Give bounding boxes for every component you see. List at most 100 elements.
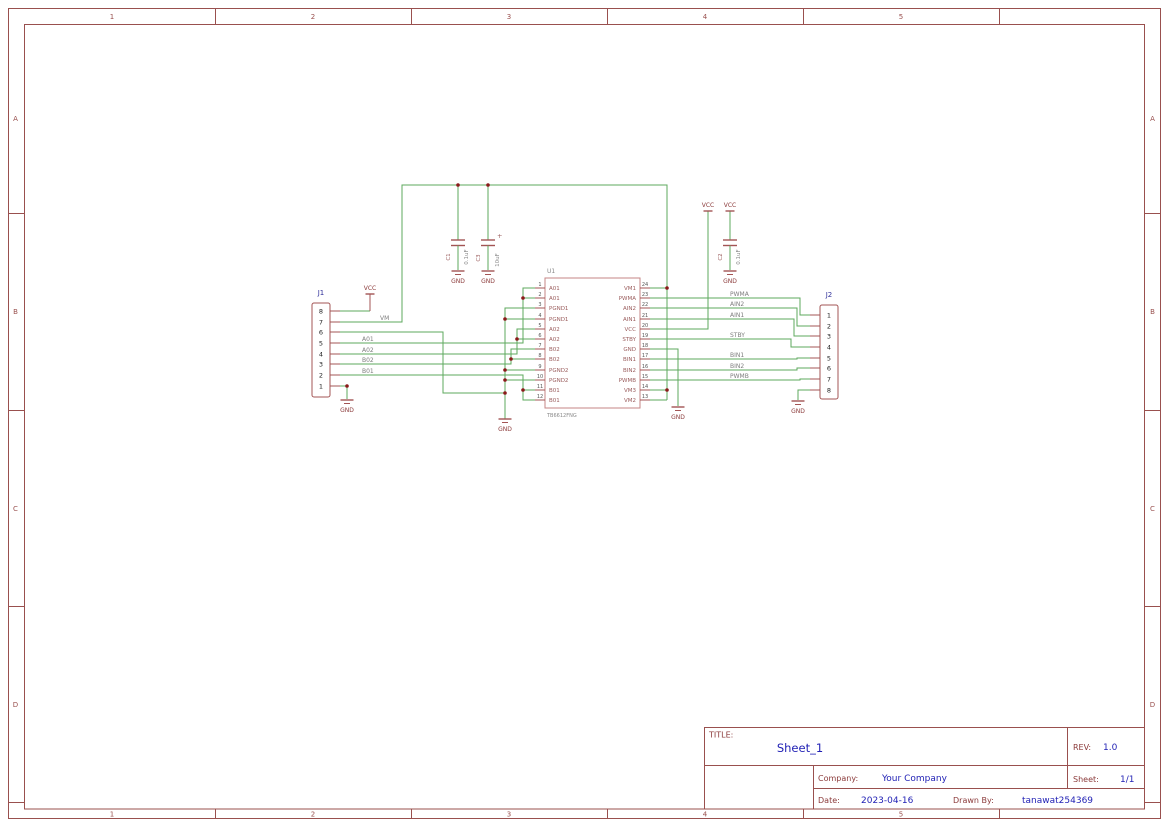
net-label-b02[interactable]: B02	[362, 357, 374, 364]
ic-pin-number: 14	[642, 384, 648, 390]
cap-ref: C3	[476, 254, 482, 262]
wire-a01[interactable]	[340, 287, 535, 344]
j2-pin-number: 1	[827, 312, 831, 320]
ic-pin-name: GND	[623, 347, 636, 353]
wire-bin2[interactable]	[650, 367, 810, 371]
grid-col-label: 4	[703, 13, 708, 21]
wire-b02[interactable]	[340, 348, 535, 365]
gnd-symbol-c3[interactable]: GND	[481, 270, 495, 285]
sheet-value: 1/1	[1120, 775, 1134, 785]
connector-j1[interactable]: J1 8 7 6 5 4 3 2 1	[311, 289, 340, 398]
net-label-a01[interactable]: A01	[362, 336, 374, 343]
wire-vm[interactable]	[340, 184, 668, 400]
net-labels[interactable]: VM A01 A02 B02 B01 PWMA AIN2 AIN1 STBY B…	[362, 291, 750, 380]
gnd-symbol-j1[interactable]: GND	[340, 399, 354, 414]
ic-body[interactable]	[544, 277, 641, 409]
wire-ain2[interactable]	[650, 307, 810, 327]
junction-dot	[486, 183, 490, 187]
j2-pin-number: 3	[827, 333, 831, 341]
title-block-border	[704, 727, 1145, 810]
connector-j2[interactable]: J2 1 2 3 4 5 6 7 8	[810, 291, 839, 400]
wire-pwma[interactable]	[650, 297, 810, 316]
frame-outer-border	[8, 8, 1161, 819]
wire-gnd-ic[interactable]	[650, 348, 679, 406]
j1-pin-number: 2	[319, 372, 323, 380]
gnd-symbol-ic-right[interactable]: GND	[671, 406, 685, 421]
grid-row-label: D	[13, 701, 18, 709]
gnd-symbol-j2[interactable]: GND	[791, 400, 805, 415]
net-label-a02[interactable]: A02	[362, 347, 374, 354]
wire-stby[interactable]	[650, 338, 810, 348]
gnd-symbol-pgnd[interactable]: GND	[498, 418, 512, 433]
net-label-stby[interactable]: STBY	[730, 332, 745, 339]
wire-ain1[interactable]	[650, 318, 810, 337]
rev-value: 1.0	[1103, 743, 1118, 753]
junction-dot	[503, 368, 507, 372]
gnd-symbol-c1[interactable]: GND	[451, 270, 465, 285]
wire-b01[interactable]	[340, 374, 535, 401]
ic-pin-number: 11	[537, 384, 543, 390]
ic-pin-number: 12	[537, 394, 543, 400]
wire-bin1[interactable]	[650, 357, 810, 360]
gnd-label: GND	[498, 426, 512, 433]
wire-pwmb[interactable]	[650, 378, 810, 381]
ic-pin-number: 6	[538, 333, 541, 339]
vcc-symbol-c2[interactable]: VCC	[724, 202, 736, 212]
capacitor-c3[interactable]: + C3 10uF	[476, 185, 502, 270]
vcc-symbol-ic[interactable]: VCC	[702, 202, 714, 212]
grid-col-label: 1	[110, 811, 114, 819]
capacitor-c1[interactable]: C1 0.1uF	[446, 185, 470, 270]
j1-pin-number: 6	[319, 329, 323, 337]
ic-pin-number: 20	[642, 323, 648, 329]
grid-row-label: A	[13, 115, 18, 123]
gnd-label: GND	[791, 408, 805, 415]
capacitor-c2[interactable]: C2 0.1uF	[718, 211, 742, 270]
vcc-symbol-j1[interactable]: VCC	[364, 285, 376, 311]
wire-vcc-ic[interactable]	[650, 211, 709, 330]
j2-body[interactable]	[819, 304, 839, 400]
wire-pgnd[interactable]	[504, 307, 535, 419]
j1-pin-number: 3	[319, 361, 323, 369]
gnd-symbol-c2[interactable]: GND	[723, 270, 737, 285]
wire-j2-gnd[interactable]	[797, 389, 810, 400]
grid-col-label: 2	[311, 13, 315, 21]
ic-pin-number: 10	[537, 374, 543, 380]
net-label-pwmb[interactable]: PWMB	[730, 373, 749, 380]
net-label-bin2[interactable]: BIN2	[730, 363, 744, 370]
ic-u1-tb6612fng[interactable]: U1 TB6612FNG A01 A01 PGND1 PGND1 A02 A02…	[535, 268, 650, 419]
net-label-bin1[interactable]: BIN1	[730, 352, 744, 359]
junction-dot	[503, 317, 507, 321]
net-label-vm[interactable]: VM	[380, 315, 389, 322]
ic-pin-number: 23	[642, 292, 648, 298]
net-label-pwma[interactable]: PWMA	[730, 291, 750, 298]
grid-row-label: B	[13, 308, 18, 316]
j2-pin-number: 6	[827, 365, 831, 373]
wire-j1-pin6-gnd[interactable]	[340, 331, 505, 394]
cap-ref: C1	[446, 253, 452, 260]
drawn-by-value: tanawat254369	[1022, 796, 1093, 806]
gnd-label: GND	[671, 414, 685, 421]
ic-pin-number: 21	[642, 313, 648, 319]
net-label-ain1[interactable]: AIN1	[730, 312, 744, 319]
junction-dot	[503, 391, 507, 395]
wire-a02[interactable]	[340, 328, 535, 355]
wires[interactable]	[340, 184, 810, 419]
ic-pin-name: BIN1	[623, 357, 636, 363]
gnd-label: GND	[723, 278, 737, 285]
net-label-ain2[interactable]: AIN2	[730, 301, 744, 308]
grid-col-label: 1	[110, 13, 114, 21]
wire-j1-gnd[interactable]	[340, 385, 348, 399]
ic-pin-name: B02	[549, 357, 560, 363]
j1-ref: J1	[317, 289, 325, 297]
ic-pin-name: PGND2	[549, 368, 568, 374]
net-label-b01[interactable]: B01	[362, 368, 374, 375]
ic-pin-number: 3	[538, 302, 541, 308]
company-value: Your Company	[881, 774, 948, 784]
grid-row-label: A	[1150, 115, 1155, 123]
ic-ref: U1	[547, 268, 555, 275]
j1-pin-number: 1	[319, 383, 323, 391]
ic-pin-number: 16	[642, 364, 648, 370]
junction-dots	[345, 183, 669, 395]
j1-body[interactable]	[311, 302, 331, 398]
